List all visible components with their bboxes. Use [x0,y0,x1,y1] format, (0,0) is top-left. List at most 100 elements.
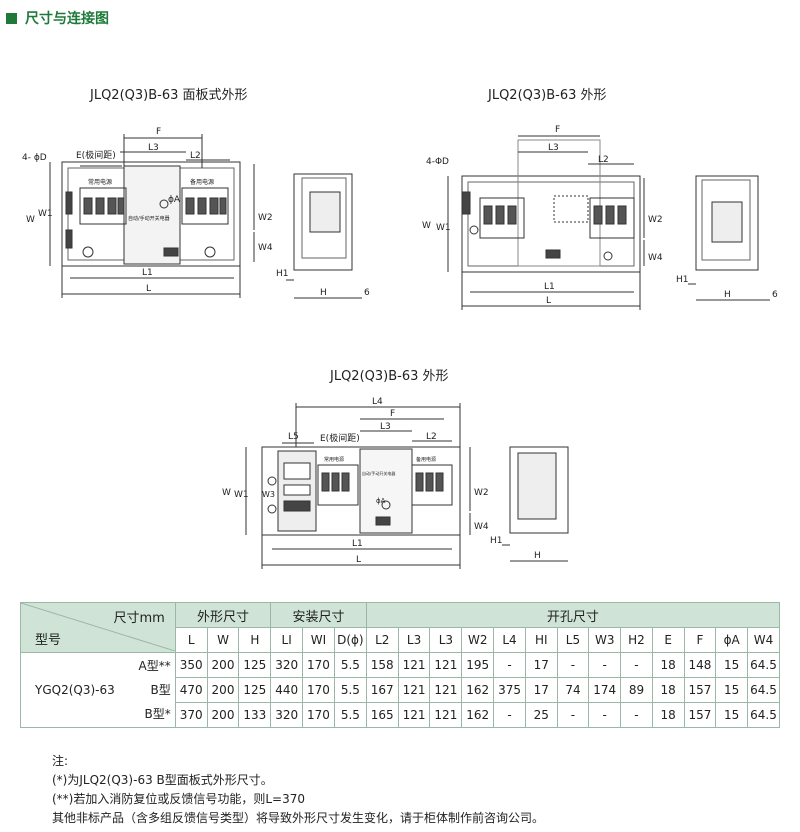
column-header: E [651,627,685,653]
d3-label-L1: L1 [352,539,363,549]
d3-label-L5: L5 [288,432,299,442]
table-cell: 25 [524,702,558,728]
d1-side-view [293,173,353,271]
d3-left-breaker [317,464,359,506]
d2-label-W: W [422,221,431,231]
table-cell: 125 [238,652,272,678]
table-cell: 158 [365,652,399,678]
section-square-icon [6,12,17,24]
table-group-outer: 外形尺寸 [174,602,272,628]
d1-label-E: E(极间距) [76,149,116,161]
d1-label-L2: L2 [190,151,201,161]
table-cell: 5.5 [333,702,367,728]
d2-label-L3: L3 [548,143,559,153]
model-type-label: B型* [144,707,171,721]
table-cell: - [620,702,653,728]
column-header: H2 [620,627,653,653]
d3-panel-outline [261,446,461,536]
table-cell: - [620,652,653,678]
diagram-3-caption: JLQ2(Q3)B-63 外形 [330,369,449,384]
d2-left-breaker [479,197,525,239]
d1-terminal-right [204,246,216,258]
column-header: L2 [365,627,399,653]
column-header: W [206,627,240,653]
d2-label-H: H [724,290,731,300]
table-cell: - [556,702,590,728]
table-cell: 470 [174,677,208,703]
d2-right-breaker [589,197,635,239]
d1-mount-left-2 [65,229,73,249]
d2-label-W4: W4 [648,253,663,263]
column-header: WI [302,627,335,653]
d3-label-sw2: 备用电源 [416,456,436,463]
column-header: L3 [397,627,431,653]
table-cell: 170 [302,652,335,678]
column-header: H [238,627,272,653]
diagram-1-drawing: 4- ϕD E(极间距) F L3 L2 W W1 W2 W4 ϕA L1 L … [22,127,370,299]
d3-right-breaker [411,464,453,506]
table-cell: - [588,652,622,678]
note-2: (**)若加入消防复位或反馈信号功能，则L=370 [52,792,306,806]
diagram-3-drawing: L4 F L5 E(极间距) L3 L2 W W1 W3 W2 W4 ϕA L1… [222,397,569,569]
d2-label-W2: W2 [648,215,663,225]
table-corner-cell: 尺寸mm 型号 [20,602,176,653]
table-cell: 170 [302,702,335,728]
d1-label-W2: W2 [258,213,273,223]
column-header: F [683,627,717,653]
table-cell: 17 [524,652,558,678]
table-cell: 121 [429,677,463,703]
d3-label-E: E(极间距) [320,432,360,444]
d3-label-H: H [534,551,541,561]
d3-label-W4: W4 [474,522,489,532]
d3-label-phiA: ϕA [376,497,386,505]
table-cell: 18 [651,652,685,678]
d2-indicator [545,249,561,259]
table-cell: 170 [302,677,335,703]
d3-label-H1: H1 [490,536,503,546]
table-cell: 74 [556,677,590,703]
notes-block: 注: (*)为JLQ2(Q3)-63 B型面板式外形尺寸。 (**)若加入消防复… [52,752,544,828]
table-cell: 5.5 [333,677,367,703]
table-cell: 15 [715,702,749,728]
table-cell: 200 [206,702,240,728]
table-cell: 64.5 [747,652,780,678]
d1-left-breaker [79,187,127,225]
table-cell: 157 [683,677,717,703]
d1-indicator [163,247,179,257]
d2-label-6: 6 [772,290,778,300]
column-header: ϕA [715,627,749,653]
table-cell: - [493,652,526,678]
d3-label-ctl: 自动/手动开关电器 [362,470,395,476]
table-cell: - [588,702,622,728]
table-cell: 18 [651,702,685,728]
diagram-2-caption: JLQ2(Q3)B-63 外形 [488,88,607,103]
table-cell: 121 [429,652,463,678]
table-cell: - [556,652,590,678]
d3-label-W: W [222,488,231,498]
table-cell: 167 [365,677,399,703]
table-cell: 121 [397,702,431,728]
d1-label-H1: H1 [276,269,289,279]
d2-label-L: L [546,296,551,306]
table-cell: 162 [461,677,495,703]
table-cell: 121 [397,652,431,678]
diagram-1-caption: JLQ2(Q3)B-63 面板式外形 [90,88,248,103]
column-header: W3 [588,627,622,653]
d1-label-W1: W1 [38,209,53,219]
d1-label-H: H [320,288,327,298]
table-cell: 320 [270,702,304,728]
d2-cutout-outline [517,139,601,267]
table-cell: 440 [270,677,304,703]
table-corner-top: 尺寸mm [113,611,165,626]
table-corner-diagonal [21,603,175,651]
d2-label-L1: L1 [544,282,555,292]
d2-label-hole: 4-ΦD [426,157,449,167]
table-cell: - [493,702,526,728]
d1-label-W: W [26,215,35,225]
table-cell: 89 [620,677,653,703]
table-cell: 64.5 [747,677,780,703]
